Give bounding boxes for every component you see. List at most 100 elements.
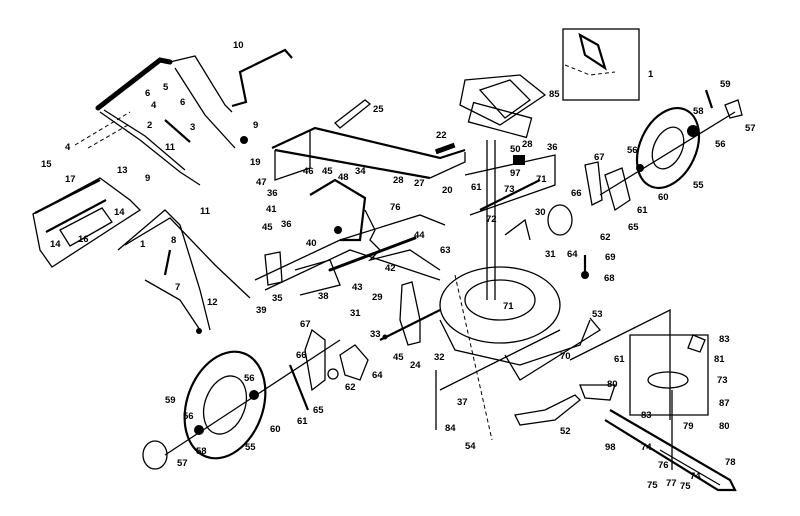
- part-number-label: 80: [719, 421, 730, 432]
- part-number-label: 59: [165, 395, 176, 406]
- part-number-label: 36: [267, 188, 278, 199]
- hubcap-57r: [724, 99, 743, 119]
- chute-right: [429, 152, 466, 179]
- guard-70: [579, 384, 616, 401]
- part-number-label: 39: [256, 305, 267, 316]
- part-number-label: 56: [183, 411, 194, 422]
- left-wheel-assembly: [142, 328, 369, 470]
- part-number-label: 85: [549, 89, 560, 100]
- height-adj-64: [339, 344, 369, 381]
- part-number-label: 15: [41, 159, 52, 170]
- part-number-label: 69: [605, 252, 616, 263]
- part-number-label: 53: [592, 309, 603, 320]
- part-number-label: 73: [717, 375, 728, 386]
- chute-frame: [271, 99, 466, 181]
- part-number-label: 76: [658, 460, 669, 471]
- cable-clip-shape: [163, 249, 172, 276]
- part-number-label: 17: [65, 174, 76, 185]
- part-number-label: 45: [262, 222, 273, 233]
- blade-housing-73: [629, 334, 709, 416]
- part-number-label: 65: [313, 405, 324, 416]
- throttle-linkage: [464, 154, 589, 279]
- part-number-label: 35: [272, 293, 283, 304]
- part-number-label: 81: [714, 354, 725, 365]
- part-number-label: 11: [200, 206, 211, 217]
- blade-assembly: [569, 308, 737, 492]
- part-number-label: 73: [504, 184, 515, 195]
- baffle-front: [309, 178, 367, 242]
- wheel-55-shape: [183, 350, 267, 460]
- lever-line: [379, 309, 441, 341]
- wheel-55r-hub: [651, 126, 685, 170]
- part-number-label: 97: [510, 168, 521, 179]
- part-number-label: 70: [560, 351, 571, 362]
- pulley-87: [647, 371, 689, 389]
- part-number-label: 45: [322, 166, 333, 177]
- handle-grip: [95, 57, 173, 111]
- lower-handle-bottom: [144, 279, 201, 331]
- cable-line-2: [87, 124, 129, 149]
- hinge-35-shape: [264, 251, 283, 286]
- part-number-label: 56: [715, 139, 726, 150]
- part-number-label: 80: [607, 379, 618, 390]
- part-number-label: 28: [522, 139, 533, 150]
- part-number-label: 71: [536, 174, 547, 185]
- part-number-label: 61: [614, 354, 625, 365]
- part-number-label: 30: [535, 207, 546, 218]
- part-number-label: 64: [372, 370, 383, 381]
- part-number-label: 5: [163, 82, 169, 93]
- part-number-label: 60: [270, 424, 281, 435]
- part-number-label: 75: [680, 481, 691, 492]
- part-number-label: 10: [233, 40, 244, 51]
- wheel-55r: [635, 107, 701, 189]
- lever-66r: [584, 161, 603, 206]
- part-number-label: 44: [414, 230, 425, 241]
- part-number-label: 32: [434, 352, 445, 363]
- baffle-52: [514, 394, 581, 426]
- grass-bag-frame: [32, 177, 142, 268]
- rear-frame-lines-2: [264, 249, 441, 291]
- part-number-label: 41: [266, 204, 277, 215]
- part-number-label: 62: [600, 232, 611, 243]
- deck-skirt: [504, 317, 601, 381]
- part-number-label: 7: [175, 282, 180, 293]
- bracket-65r: [604, 167, 631, 212]
- part-number-label: 13: [117, 165, 128, 176]
- part-number-label: 1: [648, 69, 654, 80]
- part-number-label: 34: [355, 166, 366, 177]
- blade-78-inner: [659, 449, 721, 486]
- handle-right-tube: [174, 67, 236, 149]
- part-number-label: 58: [196, 446, 207, 457]
- right-wheel-assembly: [584, 89, 743, 212]
- inset-box: [562, 28, 640, 101]
- deck-inner: [464, 279, 536, 321]
- lever-66-shape: [304, 328, 326, 392]
- part-number-label: 43: [352, 282, 363, 293]
- linkage-box: [464, 154, 556, 216]
- wheel-55-hub: [202, 375, 248, 435]
- blade-78: [604, 409, 737, 492]
- part-number-label: 61: [637, 205, 648, 216]
- bag-frame-bar: [34, 179, 101, 214]
- part-number-label: 14: [50, 239, 61, 250]
- bearing-56r: [687, 125, 699, 137]
- part-number-label: 83: [719, 334, 730, 345]
- part-number-label: 11: [165, 142, 176, 153]
- part-number-label: 16: [78, 234, 89, 245]
- inset-part: [578, 32, 607, 71]
- part-number-label: 29: [372, 292, 383, 303]
- part-number-label: 40: [306, 238, 317, 249]
- chute-top: [271, 126, 466, 160]
- part-number-label: 37: [457, 397, 468, 408]
- part-number-label: 57: [177, 458, 188, 469]
- part-number-label: 52: [560, 426, 571, 437]
- part-number-label: 20: [442, 185, 453, 196]
- part-number-label: 48: [338, 172, 349, 183]
- deck-53: [439, 266, 561, 344]
- engine-base: [467, 101, 533, 139]
- part-number-label: 98: [605, 442, 616, 453]
- engine-body: [478, 79, 532, 119]
- rear-frame-lines: [254, 214, 446, 281]
